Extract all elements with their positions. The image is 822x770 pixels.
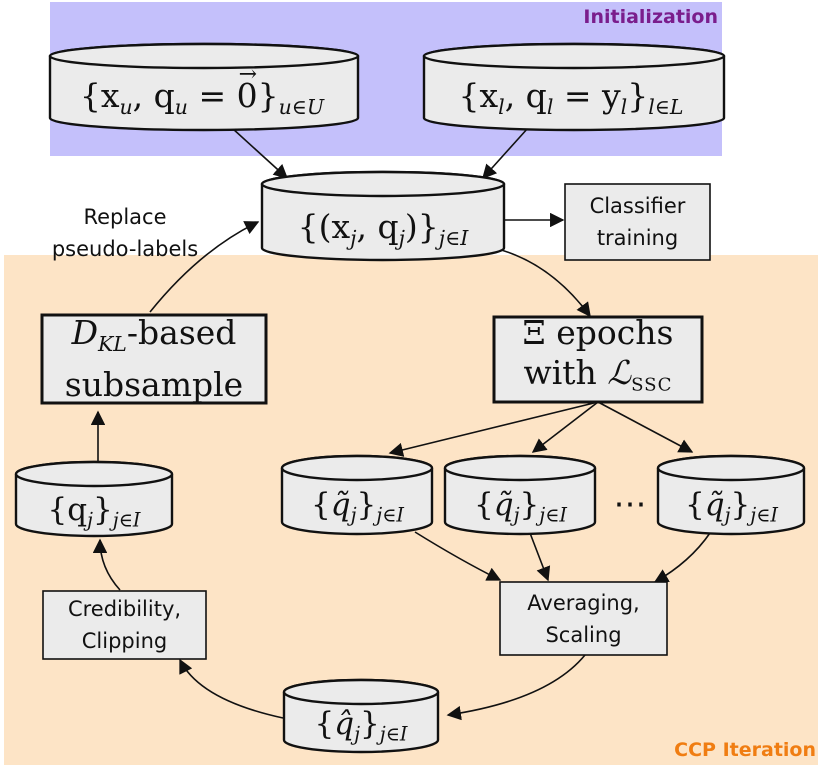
vector-arrow-icon: →	[238, 62, 258, 88]
arrow-credibility-to-qset	[92, 538, 121, 591]
combined-set-label: {(xj, qj)}j∈I	[297, 207, 469, 251]
unlabeled-set-cylinder-top	[48, 42, 360, 70]
credibility-clipping-label: Credibility, Clipping	[67, 597, 182, 653]
ccp-iteration-label: CCP Iteration	[674, 739, 816, 761]
arrow-epochs-to-qtilde-2	[531, 401, 599, 453]
arrow-averaging-to-qhat	[446, 654, 586, 721]
initialization-label: Initialization	[583, 6, 718, 28]
q-hat-label: {q̂j}j∈I	[314, 706, 408, 746]
labeled-set-label: {xl, ql = yl}l∈L	[458, 76, 684, 120]
arrow-dkl-to-combined	[149, 221, 260, 313]
classifier-training-label: Classifier training	[589, 194, 686, 250]
replace-pseudo-labels-annotation: Replace pseudo-labels	[51, 205, 199, 261]
labeled-set-cylinder-top	[422, 42, 726, 70]
dkl-subsample-box	[40, 313, 268, 405]
q-tilde-2-label: {q̃j}j∈I	[473, 487, 568, 527]
ellipsis: ⋯	[613, 483, 647, 523]
q-hat-cylinder-top	[282, 678, 440, 706]
arrow-labeled-to-combined	[482, 127, 529, 180]
unlabeled-set-label: {xu, qu = 0→}u∈U	[79, 62, 325, 120]
combined-set-cylinder-top	[260, 170, 506, 198]
classifier-training-box	[564, 183, 711, 261]
q-tilde-1-cylinder-top	[280, 454, 434, 482]
q-tilde-3-cylinder-top	[656, 454, 806, 482]
epochs-box	[492, 315, 704, 404]
arrow-combined-to-epochs	[493, 247, 591, 318]
q-tilde-3-label: {q̃j}j∈I	[684, 487, 779, 527]
q-set-cylinder-top	[14, 460, 174, 488]
arrow-unlabeled-to-combined	[231, 127, 289, 179]
q-tilde-2-cylinder-top	[443, 454, 597, 482]
q-tilde-1-label: {q̃j}j∈I	[310, 487, 405, 527]
credibility-clipping-box	[42, 590, 207, 660]
arrow-epochs-to-qtilde-3	[597, 401, 694, 453]
q-set-label: {qj}j∈I	[47, 492, 141, 532]
averaging-scaling-label: Averaging, Scaling	[527, 590, 640, 647]
averaging-scaling-box	[499, 581, 668, 656]
arrow-qtilde-3-to-averaging	[653, 532, 711, 583]
arrow-qhat-to-credibility	[179, 658, 284, 719]
arrow-qtilde-1-to-averaging	[414, 531, 502, 581]
arrow-qtilde-2-to-averaging	[529, 532, 551, 582]
arrow-epochs-to-qtilde-1	[388, 401, 599, 457]
